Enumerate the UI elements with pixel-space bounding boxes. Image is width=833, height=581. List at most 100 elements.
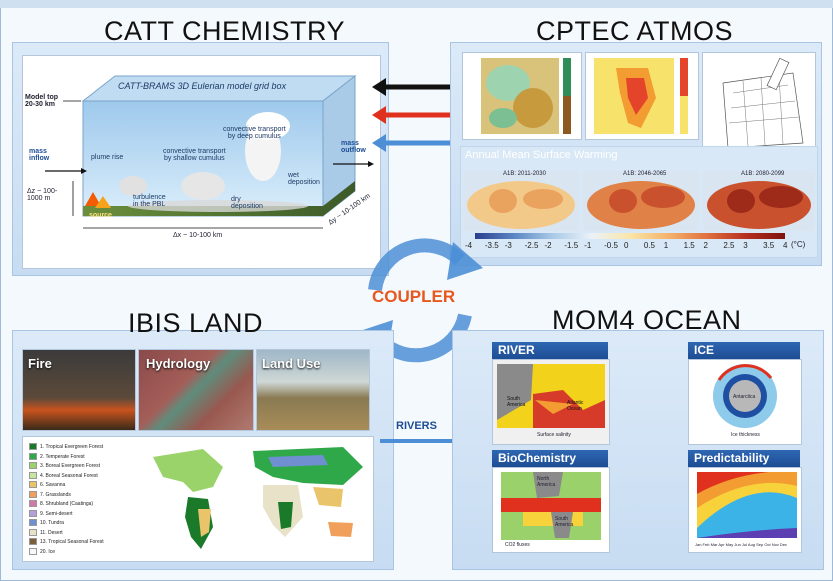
warming-tick: -3 [504,241,512,250]
warming-map-2-svg [587,181,695,229]
predictability-svg [697,472,797,538]
river-atlantic: Atlantic Ocean [567,400,584,412]
legend-item: 7. Grasslands [29,490,71,498]
legend-swatch [29,538,37,545]
dry-dep-label: dry deposition [231,196,263,210]
vegetation-world-svg [153,447,363,549]
legend-item: 8. Shrubland (Caatinga) [29,500,93,507]
biochem-header: BioChemistry [492,450,608,467]
warming-tick: -0.5 [604,241,618,250]
atmos-grid-svg [722,57,804,149]
warming-title: Annual Mean Surface Warming [465,149,618,161]
grid-box-svg [45,74,374,229]
warming-tick: -3.5 [484,241,499,250]
warming-map-2-label: A1B: 2046-2065 [623,171,667,177]
land-title: IBIS LAND [128,308,264,338]
warming-map-2: A1B: 2046-2065 [583,171,699,231]
legend-label: 6. Savanna [40,481,66,488]
box-title: CATT-BRAMS 3D Eulerian model grid box [118,81,287,91]
river-caption: Surface salinity [537,432,571,438]
biochem-map: North America South America CO2 fluxes [492,467,610,553]
photo-land-use [256,349,370,431]
legend-item: 11. Desert [29,528,63,536]
river-map-svg [497,364,605,428]
pred-months: Jan Feb Mar Apr May Jun Jul Aug Sep Oct … [695,542,788,547]
legend-label: 2. Temperate Forest [40,453,85,460]
plume-rise-label: plume rise [91,154,124,161]
legend-swatch [29,443,37,450]
bio-south-america: South America [555,516,574,528]
ice-map-svg [713,364,777,428]
legend-swatch [29,509,37,517]
legend-item: 10. Tundra [29,519,64,526]
legend-label: 13. Tropical Seasonal Forest [40,538,104,545]
warming-unit: (°C) [791,240,806,249]
warming-tick: 4 [783,241,788,250]
ice-map: Antarctica Ice thickness [688,359,802,445]
photo-fire-label: Fire [28,356,52,371]
legend-item: 20. Ice [29,547,56,555]
river-map: South America Atlantic Ocean Surface sal… [492,359,610,445]
ice-caption: Ice thickness [731,432,760,438]
legend-label: 9. Semi-desert [40,510,73,517]
legend-label: 20. Ice [40,548,56,555]
legend-swatch [29,519,37,526]
warming-tick: 0.5 [643,241,655,250]
bio-north-america: North America [537,476,556,488]
catt-title: CATT CHEMISTRY [104,16,346,46]
legend-swatch [29,481,37,488]
legend-item: 2. Temperate Forest [29,452,85,460]
river-header: RIVER [492,342,608,359]
dz-label: Δz ~ 100- 1000 m [27,188,58,202]
legend-swatch [29,471,37,479]
warming-tick: -1.5 [564,241,579,250]
legend-label: 4. Boreal Seasonal Forest [40,472,98,479]
warming-panel: Annual Mean Surface Warming A1B: 2011-20… [460,146,818,258]
predictability-map: Jan Feb Mar Apr May Jun Jul Aug Sep Oct … [688,467,802,553]
atmos-title: CPTEC ATMOS [536,16,734,46]
biochem-map-svg [501,472,601,540]
mass-inflow-label: mass inflow [29,148,50,162]
legend-item: 4. Boreal Seasonal Forest [29,471,98,479]
rivers-label: RIVERS [396,420,437,432]
photo-fire [22,349,136,431]
catt-diagram: CATT-BRAMS 3D Eulerian model grid box Mo… [22,55,381,269]
warming-colorbar [475,233,785,239]
warming-tick: -2 [544,241,552,250]
legend-label: 3. Boreal Evergreen Forest [40,462,101,469]
legend-item: 1. Tropical Evergreen Forest [29,443,103,450]
legend-swatch [29,462,37,469]
warming-tick: -2.5 [524,241,539,250]
wet-dep-label: wet deposition [288,172,320,186]
dx-label: Δx ~ 10-100 km [173,232,223,239]
legend-item: 6. Savanna [29,481,65,488]
mass-outflow-label: mass outflow [341,140,366,154]
warming-map-3-label: A1B: 2080-2099 [741,171,785,177]
legend-label: 8. Shrubland (Caatinga) [40,500,94,507]
ice-antarctica: Antarctica [733,394,756,400]
predictability-header: Predictability [688,450,800,467]
legend-swatch [29,490,37,498]
warming-tick: 3.5 [763,241,775,250]
atmos-grid-diagram [702,52,816,158]
atmos-map-1-svg [481,58,571,134]
legend-swatch [29,452,37,460]
legend-swatch [29,500,37,507]
ocean-title: MOM4 OCEAN [552,305,742,335]
river-south-america: South America [507,396,526,408]
top-bar [0,0,833,8]
legend-item: 3. Boreal Evergreen Forest [29,462,100,469]
atmos-map-1 [462,52,582,140]
legend-label: 7. Grasslands [40,491,71,498]
atmos-map-2-svg [594,58,688,134]
warming-tick: 0 [624,241,629,250]
legend-label: 10. Tundra [40,519,64,526]
legend-swatch [29,547,37,555]
warming-tick: 2.5 [723,241,735,250]
ice-header: ICE [688,342,800,359]
legend-label: 11. Desert [40,529,63,536]
warming-tick: 1 [663,241,669,250]
warming-map-3: A1B: 2080-2099 [703,171,815,231]
legend-swatch [29,528,37,536]
